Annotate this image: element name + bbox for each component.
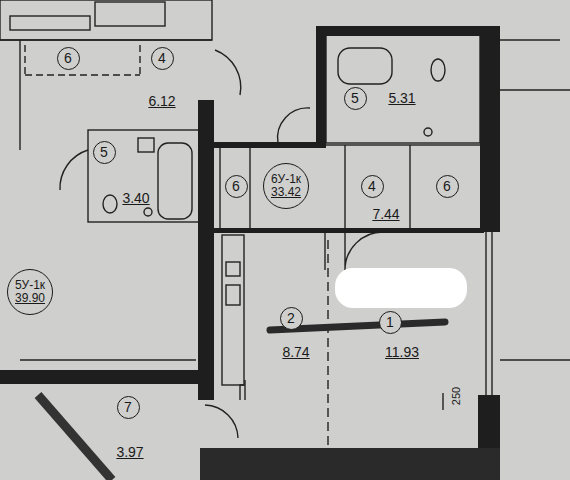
- label-text: 5: [351, 91, 359, 106]
- room-number: 5: [344, 87, 367, 110]
- label-text: 6: [232, 179, 240, 194]
- area-value: 6.12: [147, 93, 176, 109]
- dimension: 250: [450, 386, 462, 406]
- label-text: 1: [386, 315, 394, 330]
- area-value: 5.31: [387, 90, 416, 106]
- apartment-circle: 6У-1к33.42: [263, 163, 309, 209]
- bathroom: [88, 130, 200, 222]
- bathtub: [158, 143, 192, 219]
- door-arc: [60, 150, 88, 190]
- wall: [480, 26, 500, 232]
- area-value: 3.40: [121, 190, 150, 206]
- apartment-circle: 5У-1к39.90: [7, 269, 53, 315]
- label-text: 6У-1к: [271, 173, 301, 186]
- kitchen-counter: [222, 235, 244, 385]
- fixture: [95, 2, 165, 26]
- label-text: 6: [64, 51, 72, 66]
- fixture: [10, 16, 90, 30]
- wall: [0, 370, 214, 384]
- room-number: 6: [436, 175, 459, 198]
- balcony-rail: [38, 395, 112, 480]
- door-arc: [345, 232, 383, 270]
- area-value: 11.93: [384, 344, 420, 360]
- corridor: [220, 145, 482, 232]
- room-number: 4: [151, 47, 174, 70]
- door-arc: [215, 50, 241, 95]
- wall: [198, 100, 214, 400]
- room-number: 5: [93, 141, 116, 164]
- door-arc: [278, 108, 310, 143]
- wall: [214, 228, 484, 233]
- room-number: 4: [361, 175, 384, 198]
- area-value: 39.90: [15, 292, 45, 305]
- sink: [138, 138, 154, 152]
- room-number: 7: [117, 396, 140, 419]
- wall: [200, 448, 500, 480]
- redaction-blob: [335, 268, 467, 308]
- area-value: 8.74: [281, 344, 310, 360]
- area-value: 33.42: [271, 186, 301, 199]
- door-arc: [205, 405, 238, 438]
- label-text: 4: [368, 179, 376, 194]
- wall: [214, 142, 326, 148]
- wall: [316, 26, 500, 36]
- area-value: 7.44: [371, 206, 400, 222]
- upper-strip: [0, 0, 212, 40]
- bathroom: [326, 35, 480, 143]
- label-text: 2: [287, 311, 295, 326]
- room-number: 6: [225, 175, 248, 198]
- label-text: 7: [124, 400, 132, 415]
- label-text: 5У-1к: [15, 279, 45, 292]
- toilet: [431, 59, 445, 81]
- room-number: 2: [280, 307, 303, 330]
- label-text: 4: [158, 51, 166, 66]
- area-value: 3.97: [115, 444, 144, 460]
- wall: [316, 26, 326, 143]
- toilet: [103, 195, 117, 213]
- room-number: 6: [57, 47, 80, 70]
- room-number: 1: [379, 311, 402, 334]
- label-text: 5: [100, 145, 108, 160]
- bathtub: [338, 48, 392, 84]
- label-text: 6: [443, 179, 451, 194]
